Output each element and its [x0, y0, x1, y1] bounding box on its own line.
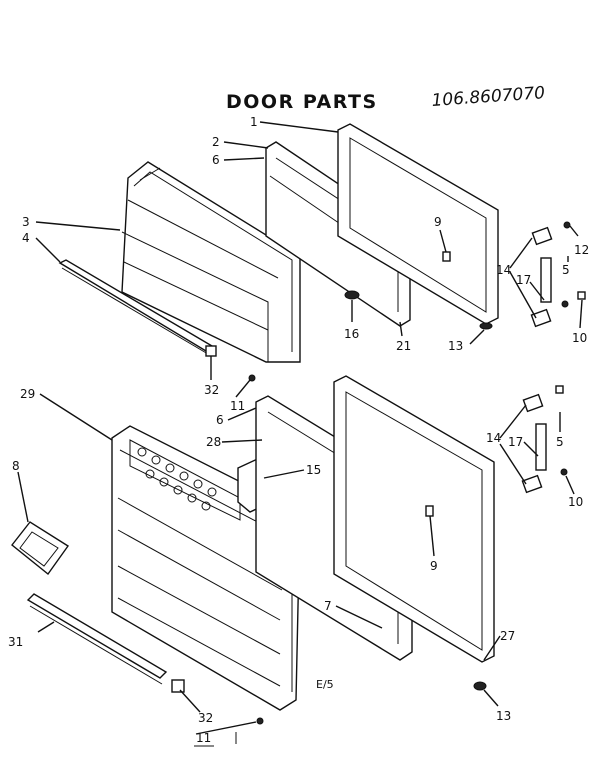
callout-10-lower: 10	[568, 495, 583, 509]
callout-32-lower: 32	[198, 711, 213, 725]
callout-13-lower: 13	[496, 709, 511, 723]
callout-31: 31	[8, 635, 23, 649]
callout-15: 15	[306, 463, 321, 477]
callout-8: 8	[12, 459, 20, 473]
callout-5-lower: 5	[556, 435, 564, 449]
callout-labels: 1 2 6 3 4 9 12 14 17 5 10 16 21 13 32 11…	[8, 115, 589, 745]
callout-27: 27	[500, 629, 515, 643]
callout-9: 9	[434, 215, 442, 229]
freezer-door-liner	[121, 161, 301, 363]
callout-6-lower: 6	[216, 413, 224, 427]
fresh-food-egg-tray	[137, 447, 217, 511]
callout-6: 6	[212, 153, 220, 167]
callout-16: 16	[344, 327, 359, 341]
callout-17: 17	[516, 273, 531, 287]
fresh-food-hinge-parts	[171, 385, 568, 725]
freezer-door-panel	[337, 123, 499, 325]
footer-code: E/5	[316, 678, 334, 691]
callout-3: 3	[22, 215, 30, 229]
callout-4: 4	[22, 231, 30, 245]
callout-13: 13	[448, 339, 463, 353]
fresh-food-shelf-bar	[26, 593, 168, 685]
callout-32: 32	[204, 383, 219, 397]
model-number: 106.8607070	[431, 83, 546, 111]
callout-11-lower: 11	[196, 731, 211, 745]
callout-14-lower: 14	[486, 431, 501, 445]
callout-10: 10	[572, 331, 587, 345]
callout-21: 21	[396, 339, 411, 353]
callout-29: 29	[20, 387, 35, 401]
callout-1: 1	[250, 115, 258, 129]
callout-28: 28	[206, 435, 221, 449]
callout-12: 12	[574, 243, 589, 257]
callout-5: 5	[562, 263, 570, 277]
callout-11: 11	[230, 399, 245, 413]
fresh-food-door-panel	[333, 375, 495, 663]
callout-9-lower: 9	[430, 559, 438, 573]
freezer-hinge-parts	[205, 221, 586, 382]
callout-17-lower: 17	[508, 435, 523, 449]
leader-lines	[17, 121, 583, 744]
callout-2: 2	[212, 135, 220, 149]
dairy-door-part	[11, 521, 70, 576]
callout-7: 7	[324, 599, 332, 613]
diagram-title: DOOR PARTS	[226, 91, 378, 113]
callout-14: 14	[496, 263, 511, 277]
